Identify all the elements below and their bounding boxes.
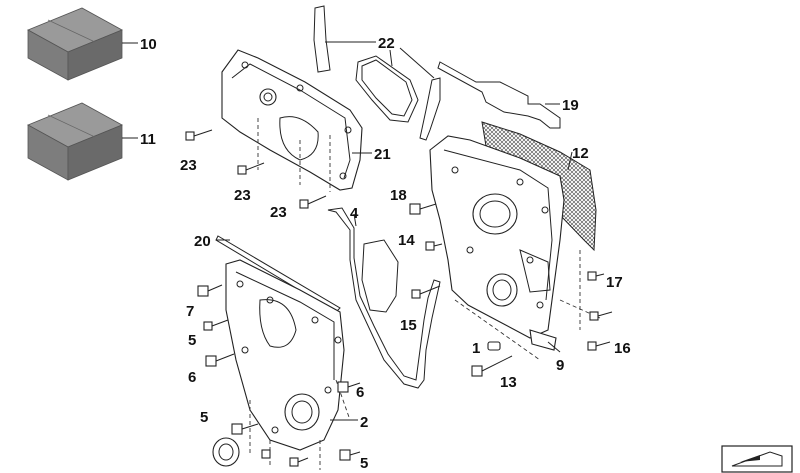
bolt-bottom-b <box>289 457 309 467</box>
bolt-13 <box>471 355 513 377</box>
callout-5c: 5 <box>360 455 368 472</box>
bolt-14 <box>425 241 443 251</box>
bolt-17 <box>587 271 605 281</box>
upper-timing-cover <box>221 49 363 192</box>
callout-22: 22 <box>378 35 395 52</box>
callout-21: 21 <box>374 146 391 163</box>
parts-kit-box-icon <box>27 7 123 81</box>
bolt-5a <box>203 319 229 331</box>
callout-23a: 23 <box>180 157 197 174</box>
callout-1: 1 <box>472 340 480 357</box>
bolt-5c <box>339 449 361 461</box>
dowel-pin-1 <box>487 341 501 351</box>
leader-12 <box>567 151 573 171</box>
bolt-15 <box>411 285 441 299</box>
bolt-16 <box>587 341 611 351</box>
arrow-plate-icon <box>721 445 793 473</box>
leader-4 <box>353 213 357 227</box>
bolt-bottom-a <box>261 449 271 459</box>
bolt-17b <box>589 311 613 321</box>
gasket-4 <box>327 207 441 389</box>
parts-kit-box-icon-2 <box>27 102 123 181</box>
callout-14: 14 <box>398 232 415 249</box>
bolt-5b <box>231 423 259 435</box>
callout-4: 4 <box>350 205 359 222</box>
callout-18: 18 <box>390 187 407 204</box>
bolt-23c <box>299 195 327 209</box>
callout-5a: 5 <box>188 332 196 349</box>
leader-22c <box>399 47 435 79</box>
bolt-7 <box>197 284 223 297</box>
callout-23b: 23 <box>234 187 251 204</box>
tube-19 <box>437 61 561 129</box>
callout-13: 13 <box>500 374 517 391</box>
callout-17: 17 <box>606 274 623 291</box>
leader-9 <box>547 341 561 353</box>
callout-9: 9 <box>556 357 564 374</box>
callout-6b: 6 <box>356 384 364 401</box>
bolt-6a <box>205 353 235 367</box>
callout-15: 15 <box>400 317 417 334</box>
callout-6a: 6 <box>188 369 196 386</box>
callout-23c: 23 <box>270 204 287 221</box>
bolt-18 <box>409 203 437 215</box>
callout-7: 7 <box>186 303 194 320</box>
callout-12: 12 <box>572 145 589 162</box>
gasket-22 <box>313 5 441 141</box>
oil-seal <box>212 437 240 467</box>
bolt-23b <box>237 162 265 175</box>
leader-22b <box>389 49 393 67</box>
bolt-6b <box>337 381 361 393</box>
bolt-23a <box>185 129 213 141</box>
callout-10: 10 <box>140 36 157 53</box>
lower-timing-cover <box>225 259 351 470</box>
callout-2: 2 <box>360 414 368 431</box>
timing-case-housing <box>429 135 601 361</box>
callout-5b: 5 <box>200 409 208 426</box>
callout-11: 11 <box>140 131 156 148</box>
callout-19: 19 <box>562 97 579 114</box>
callout-20: 20 <box>194 233 211 250</box>
callout-16: 16 <box>614 340 631 357</box>
